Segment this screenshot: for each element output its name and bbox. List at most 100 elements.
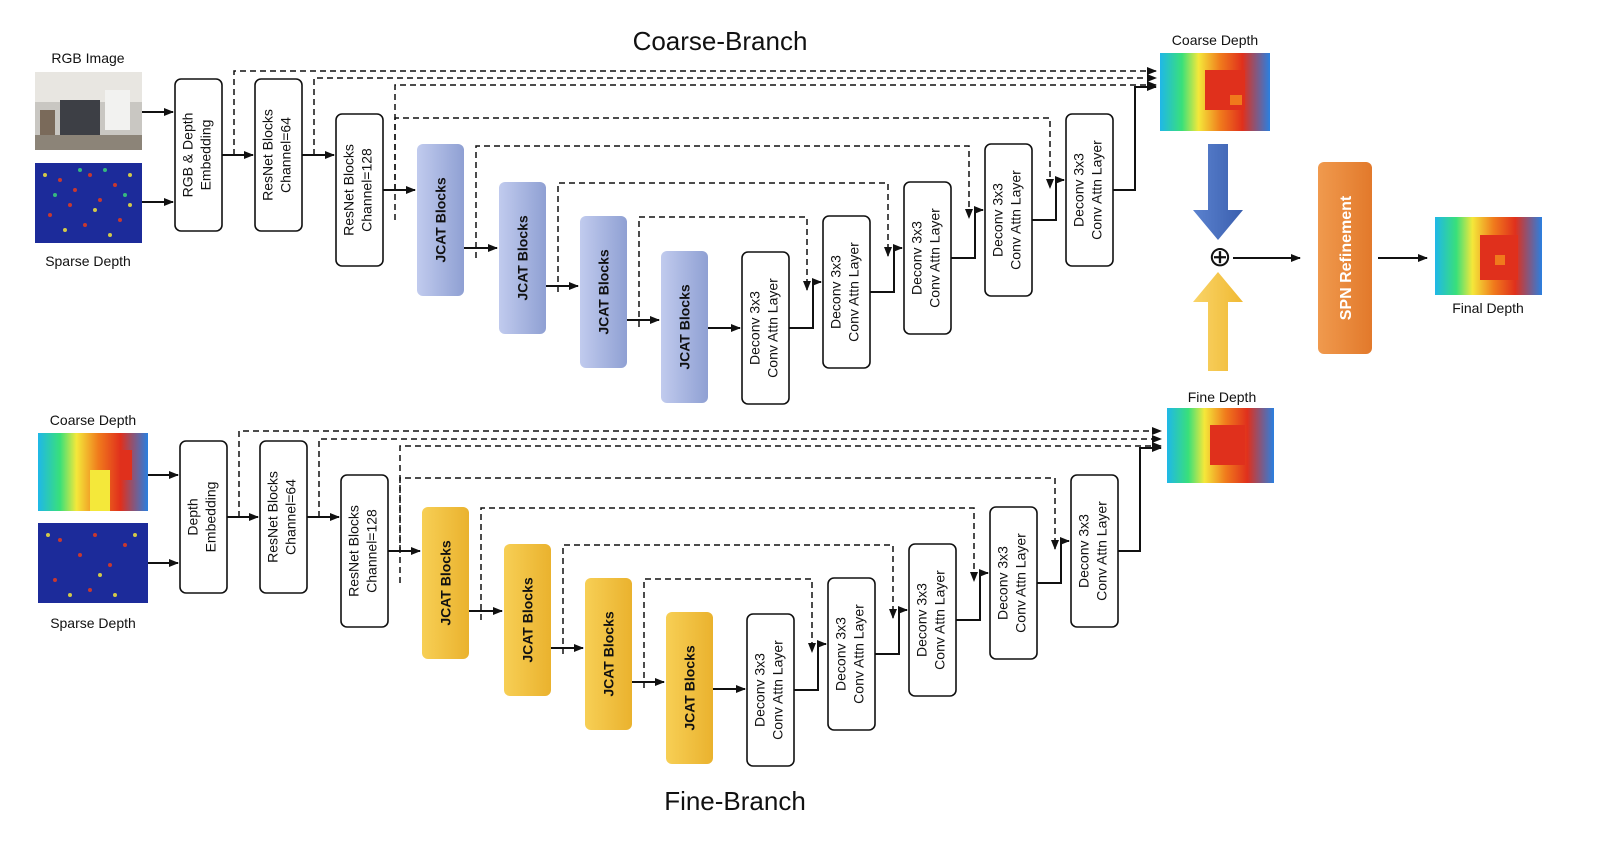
coarse-skip-to-output-2 [313, 74, 1157, 155]
fine-block-6: JCAT Blocks [585, 578, 632, 730]
sparse-depth-label-bottom: Sparse Depth [50, 615, 136, 631]
fine-branch-title: Fine-Branch [664, 786, 806, 816]
fine-block-sublabel-1: Embedding [203, 482, 219, 553]
fine-skip-to-output-3 [399, 442, 1162, 551]
fine-box-11 [989, 506, 1038, 660]
coarse-block-6: JCAT Blocks [580, 216, 627, 368]
coarse-block-label-3: ResNet Blocks [341, 144, 357, 236]
fine-jcat-box-5 [504, 544, 551, 696]
coarse-block-sublabel-1: Embedding [198, 120, 214, 191]
coarse-jcat-box-4 [417, 144, 464, 296]
coarse-box-11 [984, 143, 1033, 297]
coarse-block-label-5: JCAT Blocks [515, 215, 531, 301]
sparse-depth-label-top: Sparse Depth [45, 253, 131, 269]
coarse-block-sublabel-10: Conv Attn Layer [927, 208, 943, 308]
coarse-branch-title: Coarse-Branch [633, 26, 808, 56]
coarse-block-label-10: Deconv 3x3 [909, 221, 925, 295]
coarse-block-label-6: JCAT Blocks [596, 249, 612, 335]
sparse-depth-thumbnail-bottom [38, 523, 148, 603]
coarse-flow-arrow-11 [1032, 176, 1065, 221]
fine-block-sublabel-11: Conv Attn Layer [1013, 533, 1029, 633]
coarse-depth-input-thumbnail [38, 433, 148, 511]
coarse-flow-arrow-9 [870, 244, 903, 293]
spn-refinement-label: SPN Refinement [1338, 195, 1355, 320]
fine-block-label-5: JCAT Blocks [520, 577, 536, 663]
coarse-output-arrow [1113, 83, 1157, 191]
coarse-skip-connection-2 [475, 145, 973, 258]
fine-block-label-8: Deconv 3x3 [752, 653, 768, 727]
fine-block-label-11: Deconv 3x3 [995, 546, 1011, 620]
fine-box-8 [746, 613, 795, 767]
coarse-jcat-box-7 [661, 251, 708, 403]
fine-skip-connection-1 [399, 477, 1059, 583]
coarse-box-12 [1065, 113, 1114, 267]
coarse-skip-connection-1 [394, 117, 1054, 220]
fine-box-2 [259, 440, 308, 594]
coarse-jcat-box-6 [580, 216, 627, 368]
coarse-box-10 [903, 181, 952, 335]
sparse-depth-thumbnail-top [35, 163, 142, 243]
fine-block-5: JCAT Blocks [504, 544, 551, 696]
fine-flow-arrow-9 [875, 606, 908, 655]
coarse-skip-connection-3 [557, 182, 892, 292]
fine-flow-arrow-11 [1037, 537, 1070, 584]
coarse-depth-output-label: Coarse Depth [1172, 32, 1258, 48]
rgb-image-label: RGB Image [51, 50, 124, 66]
oplus-symbol: ⊕ [1208, 241, 1231, 272]
coarse-block-sublabel-3: Channel=128 [359, 148, 375, 232]
coarse-to-fusion-arrow [1193, 144, 1243, 240]
fine-block-sublabel-10: Conv Attn Layer [932, 570, 948, 670]
coarse-flow-arrow-10 [951, 206, 984, 259]
fine-box-9 [827, 577, 876, 731]
fine-block-4: JCAT Blocks [422, 507, 469, 659]
fine-skip-to-output-2 [318, 435, 1162, 517]
coarse-block-label-2: ResNet Blocks [260, 109, 276, 201]
fine-block-sublabel-2: Channel=64 [283, 479, 299, 555]
fine-block-label-2: ResNet Blocks [265, 471, 281, 563]
fine-block-sublabel-8: Conv Attn Layer [770, 640, 786, 740]
fine-block-label-12: Deconv 3x3 [1076, 514, 1092, 588]
fine-block-label-7: JCAT Blocks [682, 645, 698, 731]
fine-box-12 [1070, 474, 1119, 628]
fine-flow-arrow-10 [956, 569, 989, 621]
coarse-block-7: JCAT Blocks [661, 251, 708, 403]
fine-block-7: JCAT Blocks [666, 612, 713, 764]
fine-jcat-box-7 [666, 612, 713, 764]
coarse-skip-to-output-1 [233, 67, 1157, 155]
coarse-block-label-11: Deconv 3x3 [990, 183, 1006, 257]
fine-block-label-4: JCAT Blocks [438, 540, 454, 626]
coarse-skip-to-output-3 [394, 81, 1157, 190]
fine-jcat-box-6 [585, 578, 632, 730]
fine-depth-output-label: Fine Depth [1188, 389, 1256, 405]
coarse-block-label-8: Deconv 3x3 [747, 291, 763, 365]
fine-to-fusion-arrow [1193, 272, 1243, 371]
fine-block-label-9: Deconv 3x3 [833, 617, 849, 691]
fine-box-1 [179, 440, 228, 594]
fine-block-sublabel-9: Conv Attn Layer [851, 604, 867, 704]
fine-block-sublabel-12: Conv Attn Layer [1094, 501, 1110, 601]
rgb-image-thumbnail [35, 72, 142, 150]
fine-skip-connection-3 [562, 544, 897, 654]
fine-skip-to-output-1 [238, 427, 1162, 517]
coarse-block-sublabel-11: Conv Attn Layer [1008, 170, 1024, 270]
coarse-block-sublabel-12: Conv Attn Layer [1089, 140, 1105, 240]
coarse-block-label-1: RGB & Depth [180, 113, 196, 198]
coarse-box-8 [741, 251, 790, 405]
coarse-block-label-12: Deconv 3x3 [1071, 153, 1087, 227]
fine-depth-output-thumbnail [1167, 408, 1274, 483]
